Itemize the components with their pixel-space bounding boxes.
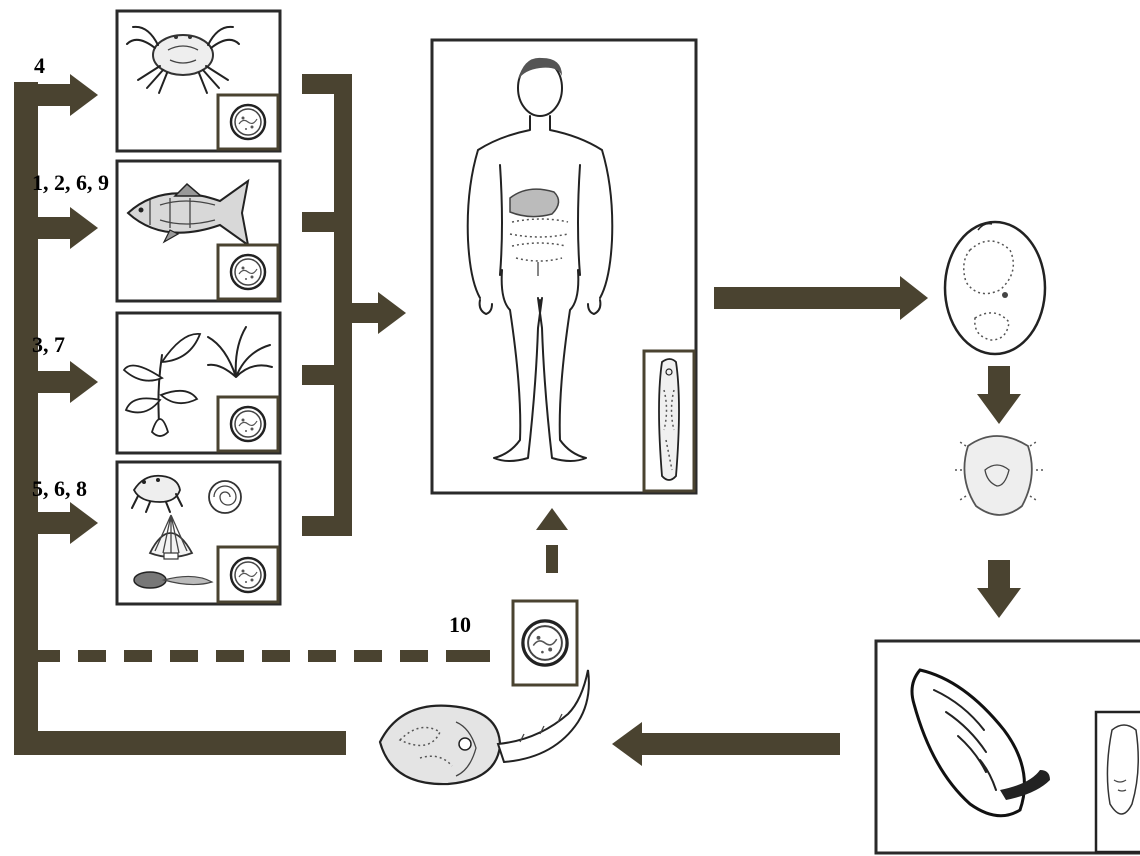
plant-host-box <box>117 313 280 453</box>
direct-cyst-pathway <box>32 508 568 662</box>
metacercaria-cyst-icon <box>231 558 265 592</box>
sporocyst-icon <box>1107 725 1138 814</box>
snail-shell-icon <box>209 481 241 513</box>
crab-host-box <box>117 11 280 151</box>
arrow-to-plants-shaft <box>14 371 72 393</box>
convergence-bracket <box>302 74 406 536</box>
misc-host-box <box>117 462 280 604</box>
arrow-to-misc-shaft <box>14 512 72 534</box>
adult-fluke-icon <box>659 359 679 480</box>
metacercaria-cyst-icon <box>231 255 265 289</box>
free-cyst-box <box>513 601 577 685</box>
arrow-to-cercaria <box>612 722 840 766</box>
arrow-to-crab-shaft <box>14 84 72 106</box>
bottom-return-bar <box>14 731 346 755</box>
crab-route-label: 4 <box>34 53 45 78</box>
fish-host-box <box>117 161 280 301</box>
arrow-to-crab-head <box>70 74 98 116</box>
arrow-to-human-shaft <box>350 303 380 323</box>
arrow-to-misc-head <box>70 502 98 544</box>
miracidium-icon <box>954 436 1044 515</box>
arrow-to-fish-head <box>70 207 98 249</box>
misc-route-label: 5, 6, 8 <box>32 476 87 501</box>
egg-icon <box>945 222 1045 354</box>
snail-host-box <box>876 641 1140 853</box>
arrow-to-snail <box>977 560 1021 618</box>
plant-route-label: 3, 7 <box>32 332 65 357</box>
human-host-box <box>432 40 696 493</box>
metacercaria-cyst-icon <box>231 105 265 139</box>
fish-route-label: 1, 2, 6, 9 <box>32 170 109 195</box>
metacercaria-cyst-icon <box>231 407 265 441</box>
metacercaria-cyst-icon <box>523 621 567 665</box>
arrow-to-fish-shaft <box>14 217 72 239</box>
cercaria-icon <box>380 670 589 784</box>
cyst-route-label: 10 <box>449 612 471 637</box>
arrow-to-plants-head <box>70 361 98 403</box>
arrow-to-human-dashed-head <box>536 508 568 530</box>
arrow-to-miracidium <box>977 366 1021 424</box>
arrow-to-egg <box>714 276 928 320</box>
arrow-to-human-head <box>378 292 406 334</box>
